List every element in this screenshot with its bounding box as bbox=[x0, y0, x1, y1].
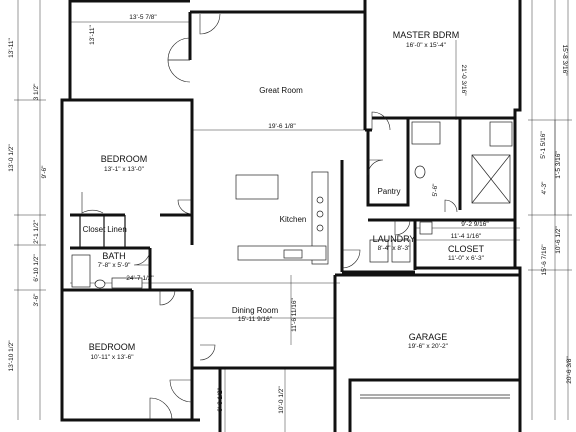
master-toilet-icon bbox=[414, 165, 426, 179]
dim-left-c: 13'-0 1/2" bbox=[8, 144, 15, 172]
room-great-name: Great Room bbox=[259, 86, 303, 95]
dim-bottom-a: 6'-0 1/2" bbox=[217, 387, 224, 411]
burner-icon bbox=[316, 224, 324, 232]
room-master-name: MASTER BDRM bbox=[393, 30, 460, 40]
room-bath-size: 7'-8" x 5'-9" bbox=[98, 262, 131, 269]
dim-right-b: 10'-6 1/2" bbox=[555, 226, 562, 254]
room-master-size: 16'-0" x 15'-4" bbox=[406, 42, 447, 49]
fixtures bbox=[71, 121, 513, 399]
room-dining-name: Dining Room bbox=[232, 306, 279, 315]
walls bbox=[60, 0, 522, 432]
room-garage-name: GARAGE bbox=[409, 332, 448, 342]
dim-right-d: 20'-6 3/8" bbox=[566, 356, 573, 384]
room-linen-name: Linen bbox=[107, 225, 127, 234]
dim-kitchen-v: 13'-11" bbox=[89, 24, 96, 44]
room-bedroom1-size: 13'-1" x 13'-0" bbox=[104, 166, 145, 173]
dim-bottom-b: 10'-0 1/2" bbox=[278, 386, 285, 414]
dim-right-e: 4'-3" bbox=[541, 181, 548, 195]
dim-master-v: 5'-6" bbox=[432, 183, 439, 197]
kitchen-island bbox=[235, 174, 279, 200]
room-bedroom2-size: 10'-11" x 13'-6" bbox=[90, 354, 134, 361]
room-closet-size: 11'-0" x 6'-3" bbox=[448, 255, 485, 262]
room-closet-small-name: Closet bbox=[83, 225, 106, 234]
room-kitchen-name: Kitchen bbox=[280, 215, 307, 224]
dryer-icon bbox=[391, 239, 411, 263]
master-tub-icon bbox=[411, 121, 441, 145]
room-bedroom2-name: BEDROOM bbox=[89, 342, 136, 352]
doors bbox=[81, 13, 458, 421]
room-dining-size: 15'-11 9/16" bbox=[238, 316, 273, 323]
room-labels: MASTER BDRM 16'-0" x 15'-4" Great Room B… bbox=[83, 30, 485, 361]
master-vanity-icon bbox=[489, 121, 513, 147]
room-laundry-name: LAUNDRY bbox=[373, 234, 416, 244]
dim-left-f: 13'-10 1/2" bbox=[8, 340, 15, 372]
room-bedroom1-name: BEDROOM bbox=[101, 154, 148, 164]
water-heater-icon bbox=[419, 221, 433, 235]
room-closet-name: CLOSET bbox=[448, 244, 485, 254]
dim-dining-v: 11'-6 11/16" bbox=[291, 297, 298, 331]
dim-great-width: 19'-6 1/8" bbox=[268, 123, 296, 130]
dim-master-right-b: 21'-0 3/16" bbox=[460, 64, 467, 96]
toilet-icon bbox=[94, 279, 106, 289]
dim-left-e: 6'-10 1/2" bbox=[33, 254, 40, 282]
dim-right-a: 5'-1 5/16" bbox=[540, 131, 547, 159]
kitchen-counter bbox=[311, 171, 329, 265]
dim-closet-b: 11'-4 1/16" bbox=[451, 233, 482, 240]
room-bath-name: BATH bbox=[102, 251, 125, 261]
dim-master-right-a: 15'-8 3/16" bbox=[561, 44, 568, 76]
burner-icon bbox=[316, 210, 324, 218]
dimension-lines bbox=[14, 0, 572, 432]
dim-master-v2: 1'-5 3/16" bbox=[555, 151, 562, 179]
burner-icon bbox=[316, 196, 324, 204]
sink-icon bbox=[283, 249, 303, 259]
vanity-icon bbox=[111, 277, 143, 289]
kitchen-counter-lower bbox=[237, 245, 327, 261]
dim-top-great: 13'-5 7/8" bbox=[129, 14, 157, 21]
dim-hall: 24'-7 1/2" bbox=[126, 275, 154, 282]
washer-icon bbox=[369, 239, 389, 263]
dim-right-c: 15'-6 7/16" bbox=[541, 244, 548, 276]
dimension-labels: 13'-5 7/8" 19'-6 1/8" 24'-7 1/2" 9'-2 9/… bbox=[8, 14, 573, 414]
dim-left-a: 13'-11" bbox=[8, 37, 15, 57]
dim-left-d: 2'-1 1/2" bbox=[33, 219, 40, 243]
room-pantry-name: Pantry bbox=[377, 187, 400, 196]
room-laundry-size: 8'-4" x 8'-3" bbox=[378, 245, 411, 252]
dim-left-g: 3'-6" bbox=[33, 293, 40, 307]
room-garage-size: 19'-6" x 20'-2" bbox=[408, 343, 449, 350]
dim-closet-a: 9'-2 9/16" bbox=[461, 221, 489, 228]
dim-bed-v: 9'-6" bbox=[41, 165, 48, 179]
bathtub-icon bbox=[71, 254, 91, 288]
dim-left-b: 3 1/2" bbox=[33, 83, 40, 100]
